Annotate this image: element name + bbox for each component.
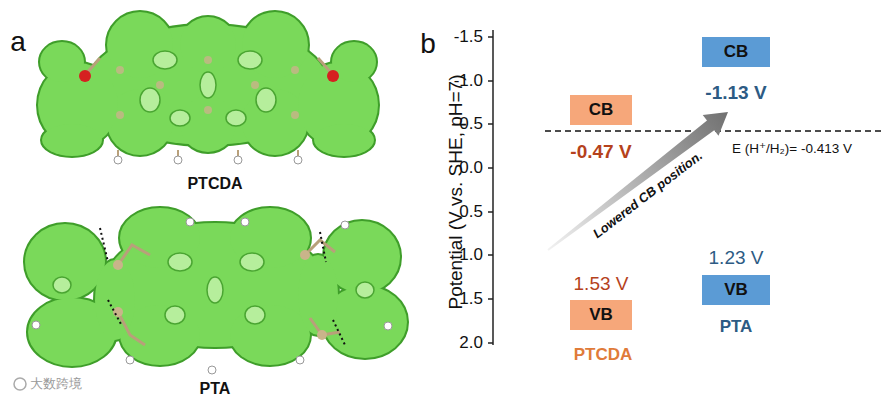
panel-letter: a	[10, 27, 26, 58]
band-box: CB	[702, 37, 770, 67]
tick-label: -1.5	[454, 28, 483, 47]
band-label: CB	[724, 42, 749, 62]
tick-label: 1.5	[459, 290, 483, 309]
band-box: CB	[570, 95, 632, 125]
molecule-name: PTCDA	[187, 175, 242, 193]
band-label: VB	[724, 280, 748, 300]
molecule-name: PTA	[200, 380, 231, 398]
watermark: 大数跨境	[30, 377, 82, 391]
tick-label: 2.0	[459, 334, 483, 353]
reference-level: E (H⁺/H₂)= -0.413 V	[732, 142, 852, 157]
band-box: VB	[570, 300, 632, 330]
tick-label: 1.0	[459, 246, 483, 265]
band-box: VB	[702, 275, 770, 305]
axis-title: Potential (V vs. SHE, pH=7)	[446, 75, 467, 310]
material-name: PTA	[720, 318, 753, 337]
tick-label: 0.5	[459, 203, 483, 222]
band-label: CB	[589, 100, 614, 120]
tick-label: -1.0	[454, 72, 483, 91]
band-label: VB	[589, 305, 613, 325]
potential-value: -1.13 V	[705, 83, 766, 104]
potential-value: 1.23 V	[709, 248, 764, 269]
potential-value: -0.47 V	[570, 142, 631, 163]
material-name: PTCDA	[574, 346, 633, 365]
tick-label: 0.0	[459, 159, 483, 178]
panel-letter: b	[420, 29, 436, 60]
arrow-note: Lowered CB position.	[591, 149, 706, 242]
tick-label: -0.5	[454, 115, 483, 134]
potential-value: 1.53 V	[574, 274, 629, 295]
